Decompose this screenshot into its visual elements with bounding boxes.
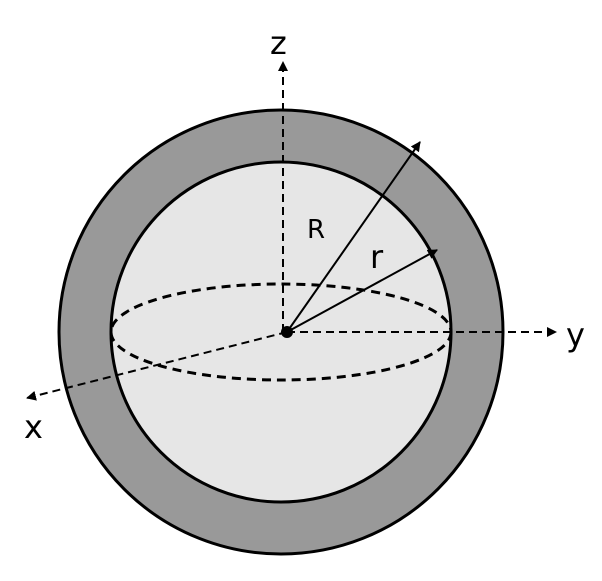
z-axis-label: z	[270, 24, 287, 62]
outer-radius-arrow	[286, 141, 421, 333]
origin-point	[281, 326, 293, 338]
inner-radius-arrow	[286, 249, 438, 333]
x-axis	[26, 331, 288, 401]
inner-radius-label: r	[370, 238, 384, 276]
x-axis-label: x	[24, 408, 43, 446]
outer-radius-label: R	[307, 215, 325, 245]
y-axis-label: y	[566, 316, 585, 354]
